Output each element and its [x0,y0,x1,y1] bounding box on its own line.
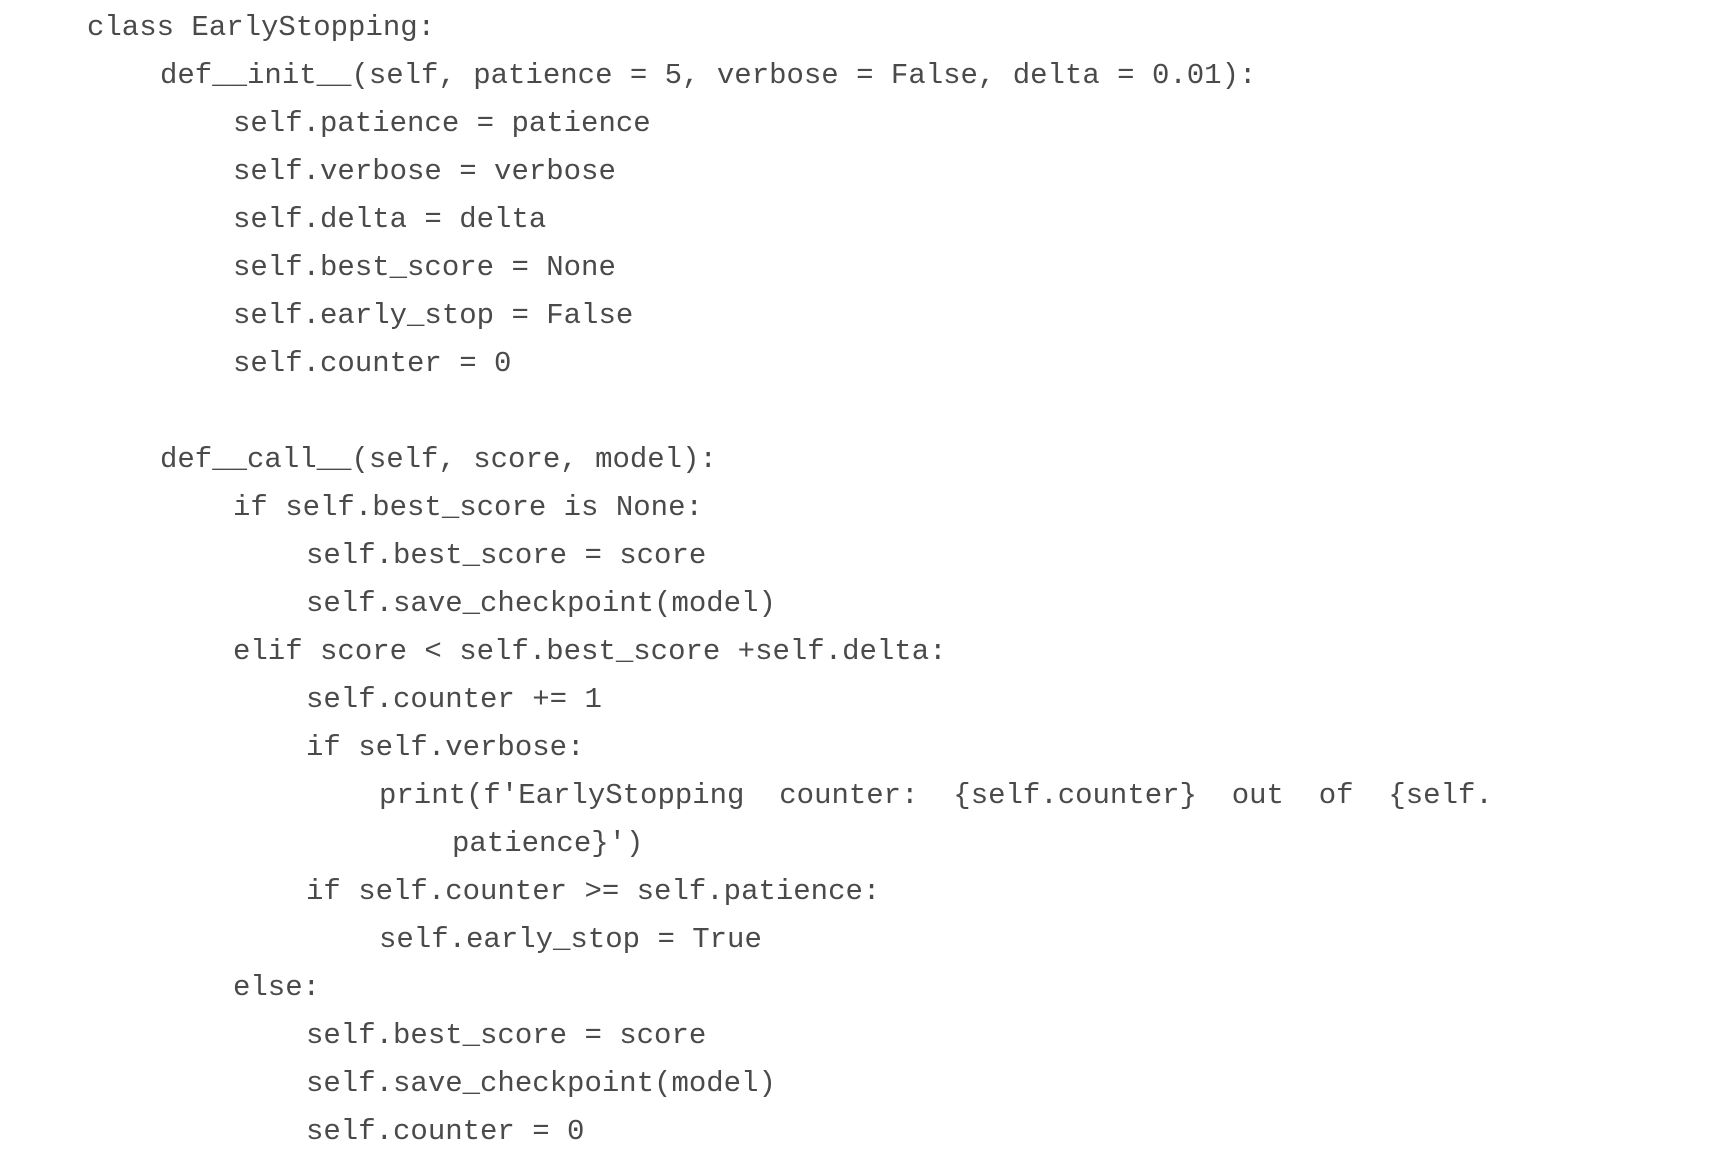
code-line: self.counter = 0 [306,1115,585,1148]
code-line: self.save_checkpoint(model) [306,587,776,620]
code-line: self.early_stop = False [233,299,634,332]
code-line: self.save_checkpoint(model) [306,1067,776,1100]
code-line: self.counter += 1 [306,683,602,716]
code-line: class EarlyStopping: [87,11,436,44]
code-line: self.best_score = score [306,1019,707,1052]
code-line: self.best_score = score [306,539,707,572]
code-line: elif score < self.best_score +self.delta… [233,635,947,668]
code-line: self.patience = patience [233,107,651,140]
code-line: self.delta = delta [233,203,547,236]
code-line: if self.counter >= self.patience: [306,875,881,908]
code-line: patience}') [452,827,644,860]
code-line: if self.verbose: [306,731,585,764]
code-line: else: [233,971,321,1004]
code-line: print(f'EarlyStopping counter: {self.cou… [379,779,1493,812]
code-line: def__call__(self, score, model): [160,443,717,476]
code-line: self.early_stop = True [379,923,762,956]
code-line: self.best_score = None [233,251,616,284]
code-line: if self.best_score is None: [233,491,703,524]
code-line: self.counter = 0 [233,347,512,380]
code-line: def__init__(self, patience = 5, verbose … [160,59,1257,92]
code-line: self.verbose = verbose [233,155,616,188]
